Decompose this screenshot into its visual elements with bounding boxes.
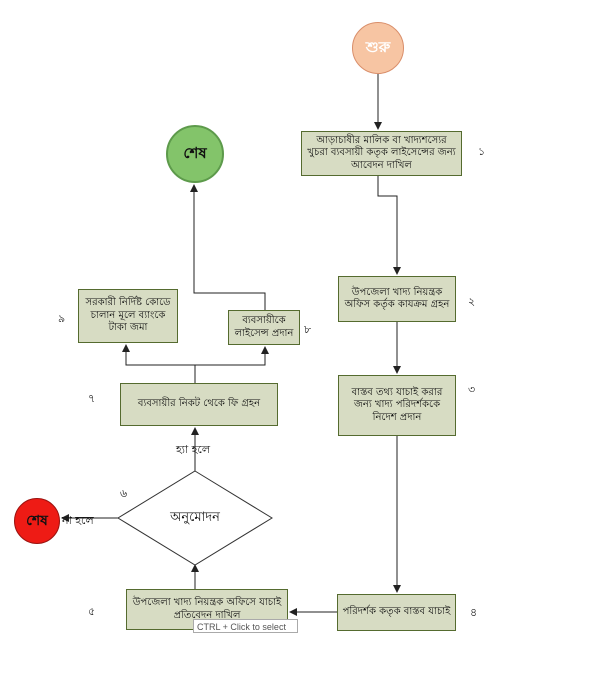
step-number-2: ২ [468, 295, 476, 308]
edge-step8-end-top [190, 184, 266, 310]
end-node-top: শেষ [166, 125, 224, 183]
step-number-4: ৪ [470, 606, 478, 619]
step-number-7: ৭ [88, 392, 96, 405]
step-3-instruction: বাস্তব তথ্য যাচাই করার জন্য খাদ্য পরিদর্… [338, 375, 456, 436]
edge-split-step9 [122, 344, 195, 366]
step-number-5: ৫ [88, 605, 96, 618]
step-1-application: আড়াচাষীর মালিক বা খাদ্যশস্যের খুচরা ব্য… [301, 131, 462, 176]
start-node: শুরু [352, 22, 404, 74]
edge-step1-step2 [377, 176, 401, 275]
step-8-license: ব্যবসায়ীকে লাইসেন্স প্রদান [228, 310, 300, 345]
decision-label: অনুমোদন [170, 509, 220, 525]
step-number-6: ৬ [120, 487, 128, 500]
ctrl-click-tooltip: CTRL + Click to select [193, 619, 298, 633]
step-number-9: ৯ [58, 312, 66, 325]
edge-split-step8 [195, 346, 269, 366]
step-7-fee: ব্যবসায়ীর নিকট থেকে ফি গ্রহন [120, 383, 278, 426]
end-node-left: শেষ [14, 498, 60, 544]
step-number-1: ১ [478, 145, 486, 158]
step-9-deposit: সরকারী নির্দিষ্ট কোডে চালান মূলে ব্যাংকে… [78, 289, 178, 343]
step-4-inspection: পরিদর্শক কতৃক বাস্তব যাচাই [337, 594, 456, 631]
step-number-8: ৮ [304, 323, 312, 336]
step-2-action: উপজেলা খাদ্য নিয়ন্ত্রক অফিস কর্তৃক কাযক… [338, 276, 456, 322]
step-number-3: ৩ [468, 383, 476, 396]
decision-diamond [117, 470, 273, 566]
no-label: না হলে [62, 514, 94, 527]
yes-label: হ্যা হলে [176, 443, 211, 456]
